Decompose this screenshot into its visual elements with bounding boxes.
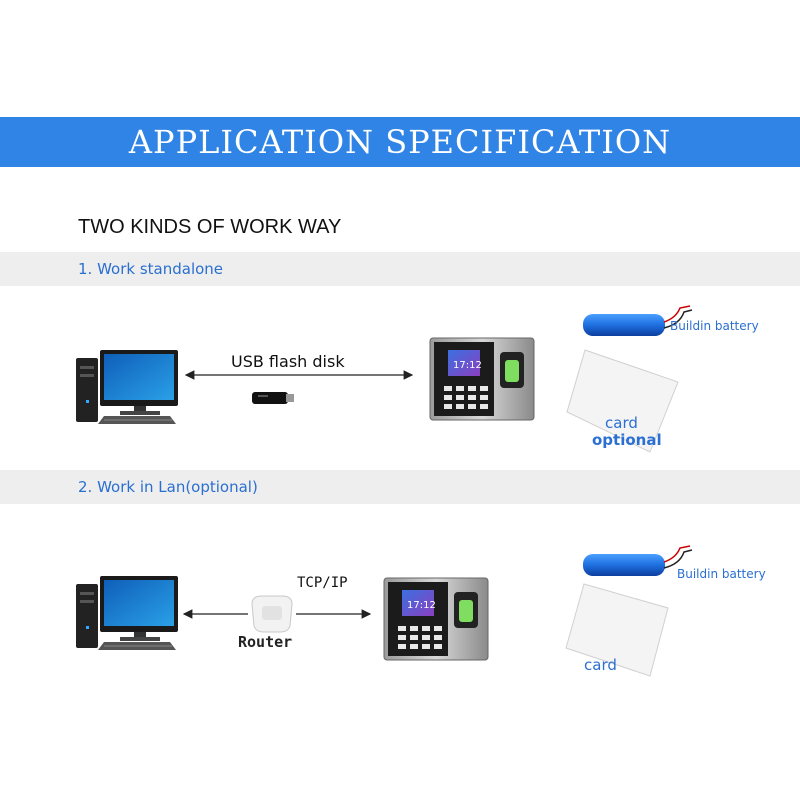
standalone-label: 1. Work standalone — [78, 260, 224, 278]
card-note: optional — [592, 431, 662, 449]
band-lan: 2. Work in Lan(optional) — [0, 470, 800, 504]
router-label: Router — [238, 633, 293, 651]
svg-text:17:12: 17:12 — [407, 600, 436, 611]
computer-icon-2 — [76, 576, 178, 650]
lan-label: 2. Work in Lan(optional) — [78, 478, 258, 496]
battery-icon-2 — [583, 545, 693, 576]
protocol-label: TCP/IP — [297, 575, 348, 591]
card-icon-2 — [565, 583, 669, 677]
usb-link-label: USB flash disk — [231, 352, 345, 371]
section-heading: TWO KINDS OF WORK WAY — [78, 216, 342, 238]
title-banner: APPLICATION SPECIFICATION — [0, 117, 800, 167]
card-label-2: card — [584, 656, 617, 674]
usb-flash-disk-icon — [252, 392, 294, 404]
card-icon-1 — [566, 349, 679, 453]
band-standalone: 1. Work standalone — [0, 252, 800, 286]
svg-text:17:12: 17:12 — [453, 360, 482, 371]
card-label-1: card — [605, 414, 638, 432]
computer-icon-1 — [76, 350, 178, 424]
terminal-icon-2: 17:12 — [383, 577, 489, 661]
router-icon — [251, 595, 293, 633]
battery-icon-1 — [583, 305, 693, 336]
terminal-icon-1: 17:12 — [429, 337, 535, 421]
battery-label-1: Buildin battery — [670, 319, 759, 333]
banner-title: APPLICATION SPECIFICATION — [128, 123, 672, 161]
battery-label-2: Buildin battery — [677, 567, 766, 581]
